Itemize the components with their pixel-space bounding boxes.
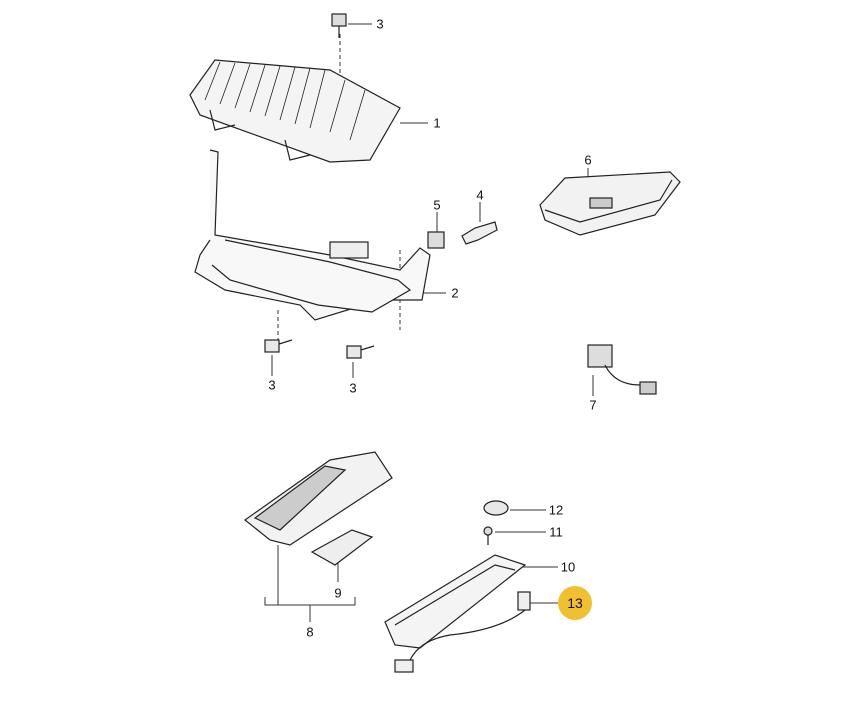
callout-10[interactable]: 10 — [560, 559, 576, 575]
part-cradle — [384, 554, 527, 649]
callout-8[interactable]: 8 — [306, 624, 314, 640]
callout-12[interactable]: 12 — [548, 502, 564, 518]
part-nut — [427, 231, 445, 249]
leader-lines — [264, 23, 594, 622]
callout-9[interactable]: 9 — [334, 585, 342, 601]
part-bolts-lower — [264, 339, 375, 359]
callout-4[interactable]: 4 — [476, 187, 484, 203]
callout-6[interactable]: 6 — [584, 152, 592, 168]
callout-1[interactable]: 1 — [433, 115, 441, 131]
part-clip — [461, 221, 498, 245]
part-handset — [244, 451, 393, 546]
part-battery — [310, 529, 374, 566]
part-bracket — [194, 149, 431, 321]
part-amplifier — [189, 59, 401, 163]
callout-2[interactable]: 2 — [451, 285, 459, 301]
callout-7[interactable]: 7 — [589, 397, 597, 413]
callout-11[interactable]: 11 — [549, 524, 563, 540]
callout-3[interactable]: 3 — [349, 380, 357, 396]
callout-13-highlighted[interactable]: 13 — [558, 586, 592, 620]
part-cap — [483, 500, 509, 516]
part-control-module — [539, 171, 681, 236]
part-screw — [483, 526, 493, 545]
part-connector-cable — [587, 344, 657, 395]
part-cable — [394, 591, 531, 673]
part-bolt — [331, 13, 347, 38]
callout-5[interactable]: 5 — [433, 197, 441, 213]
callout-3[interactable]: 3 — [376, 16, 384, 32]
callout-3[interactable]: 3 — [268, 377, 276, 393]
